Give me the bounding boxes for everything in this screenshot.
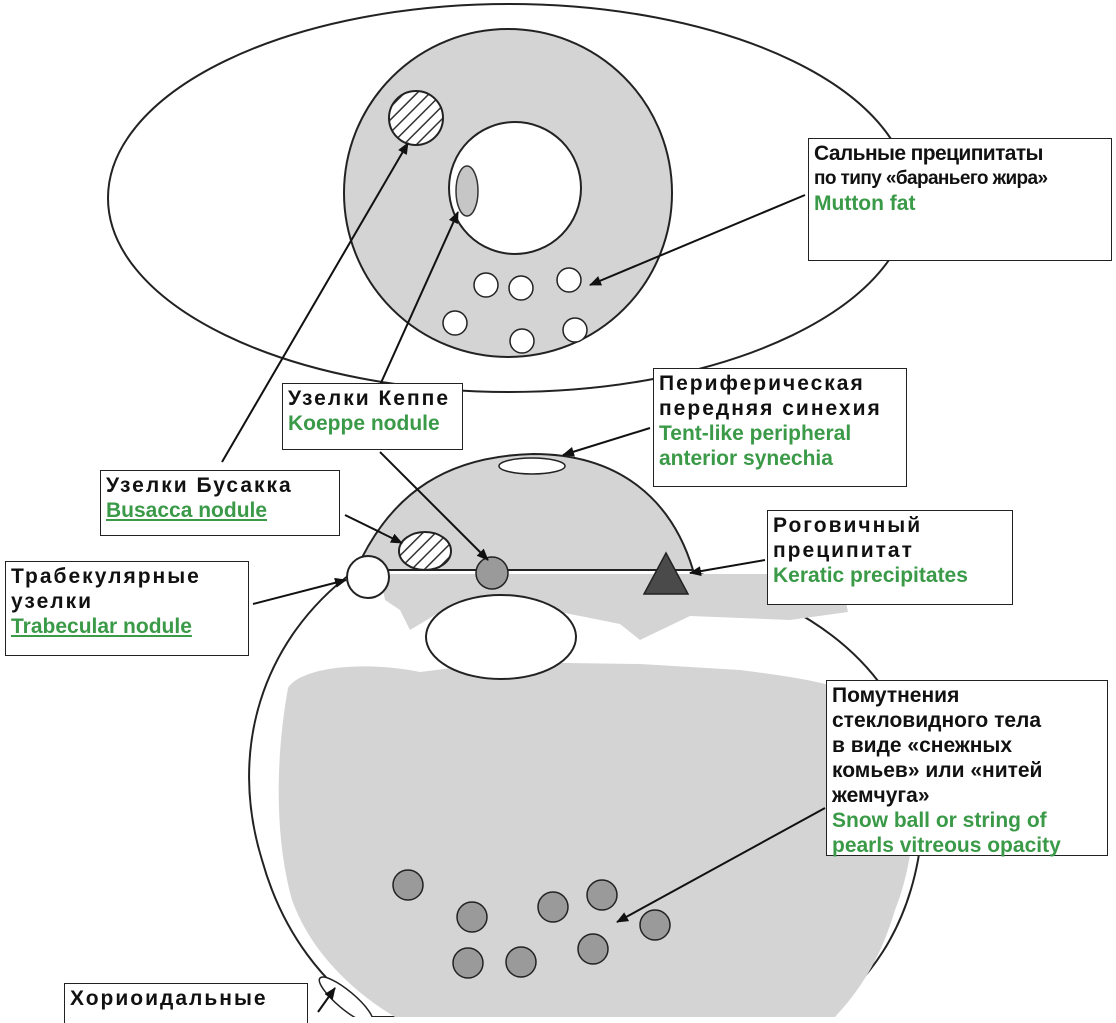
- label-busacca: Узелки Бусакка Busacca nodule: [100, 470, 340, 536]
- synechia-ru-line2: передняя синехия: [659, 396, 901, 421]
- mutton-fat-ru-line1: Сальные преципитаты: [814, 141, 1106, 166]
- synechia-en-line2: anterior synechia: [659, 446, 901, 471]
- vitreous-spot: [538, 892, 568, 922]
- lens: [426, 595, 576, 679]
- vitreous-ru-line1: Помутнения: [832, 683, 1102, 708]
- koeppe-en: Koeppe nodule: [288, 411, 457, 436]
- keratic-en: Keratic precipitates: [773, 563, 1007, 588]
- mutton-fat-dot: [557, 268, 581, 292]
- vitreous-spot: [393, 870, 423, 900]
- vitreous-ru-line5: жемчуга»: [832, 783, 1102, 808]
- mutton-fat-dot: [443, 311, 467, 335]
- trabecular-en: Trabecular nodule: [11, 614, 243, 639]
- vitreous-spot: [640, 910, 670, 940]
- vitreous-en-line1: Snow ball or string of: [832, 808, 1102, 833]
- busacca-nodule-front: [389, 91, 443, 145]
- label-peripheral-synechia: Периферическая передняя синехия Tent-lik…: [653, 368, 907, 487]
- choroidal-ru: Хориоидальные: [70, 986, 302, 1011]
- label-mutton-fat: Сальные преципитаты по типу «бараньего ж…: [808, 138, 1112, 261]
- koeppe-nodule-front: [456, 166, 478, 216]
- trabecular-ru-line2: узелки: [11, 589, 243, 614]
- busacca-ru: Узелки Бусакка: [106, 473, 334, 498]
- koeppe-nodule-section: [476, 557, 508, 589]
- synechia-ru-line1: Периферическая: [659, 371, 901, 396]
- mutton-fat-ru-line2: по типу «бараньего жира»: [814, 166, 1106, 191]
- busacca-nodule-section: [399, 532, 451, 570]
- keratic-ru-line1: Роговичный: [773, 513, 1007, 538]
- mutton-fat-dot: [509, 276, 533, 300]
- vitreous-ru-line2: стекловидного тела: [832, 708, 1102, 733]
- koeppe-ru: Узелки Кеппе: [288, 386, 457, 411]
- mutton-fat-dot: [510, 329, 534, 353]
- keratic-ru-line2: преципитат: [773, 538, 1007, 563]
- label-trabecular: Трабекулярные узелки Trabecular nodule: [5, 561, 249, 656]
- trabecular-nodule: [347, 556, 389, 598]
- label-keratic: Роговичный преципитат Keratic precipitat…: [767, 510, 1013, 605]
- vitreous-spot: [506, 947, 536, 977]
- arrow-keratic: [690, 560, 765, 573]
- vitreous-spot: [457, 902, 487, 932]
- vitreous-en-line2: pearls vitreous opacity: [832, 833, 1102, 858]
- mutton-fat-dot: [474, 273, 498, 297]
- mutton-fat-en: Mutton fat: [814, 191, 1106, 216]
- mutton-fat-dot: [563, 318, 587, 342]
- synechia-en-line1: Tent-like peripheral: [659, 421, 901, 446]
- vitreous-spot: [453, 948, 483, 978]
- peripheral-synechia-shape: [499, 458, 565, 474]
- vitreous-spot: [578, 934, 608, 964]
- label-vitreous: Помутнения стекловидного тела в виде «сн…: [826, 680, 1108, 856]
- label-choroidal: Хориоидальные: [64, 983, 308, 1023]
- front-view-eye: [108, 4, 910, 392]
- trabecular-ru-line1: Трабекулярные: [11, 564, 243, 589]
- arrow-synechia: [563, 428, 650, 455]
- vitreous-ru-line3: в виде «снежных: [832, 733, 1102, 758]
- busacca-en: Busacca nodule: [106, 498, 334, 523]
- vitreous-spot: [587, 880, 617, 910]
- vitreous-ru-line4: комьев» или «нитей: [832, 758, 1102, 783]
- label-koeppe: Узелки Кеппе Koeppe nodule: [282, 383, 463, 450]
